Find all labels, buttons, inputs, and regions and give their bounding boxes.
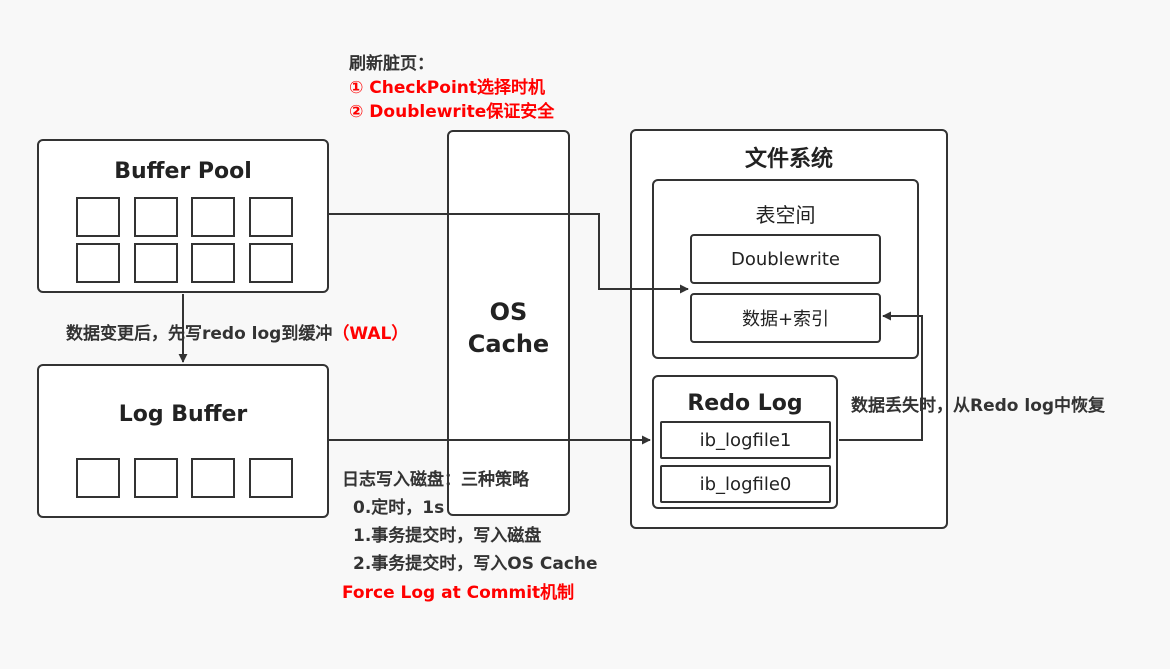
log-buffer-page	[249, 458, 293, 498]
flush-note-checkpoint: ① CheckPoint选择时机	[349, 78, 545, 98]
buffer-pool-box: Buffer Pool	[37, 139, 329, 293]
log-buffer-page	[76, 458, 120, 498]
log-buffer-page	[134, 458, 178, 498]
os-cache-title-line2: Cache	[467, 330, 550, 358]
log-write-strategy-0: 0.定时，1s	[353, 498, 445, 518]
recover-note: 数据丢失时，从Redo log中恢复	[851, 396, 1106, 416]
log-buffer-title: Log Buffer	[118, 402, 248, 427]
redo-log-title: Redo Log	[687, 391, 803, 416]
buffer-page	[134, 197, 178, 237]
buffer-pool-title: Buffer Pool	[114, 159, 252, 184]
flush-note-doublewrite: ② Doublewrite保证安全	[349, 102, 555, 122]
log-buffer-box: Log Buffer	[37, 364, 329, 518]
wal-note: 数据变更后，先写redo log到缓冲（WAL）	[66, 319, 408, 344]
ib-logfile0: ib_logfile0	[660, 465, 831, 503]
buffer-page	[191, 197, 235, 237]
buffer-page	[134, 243, 178, 283]
data-index-area: 数据+索引	[690, 293, 881, 343]
buffer-page	[249, 197, 293, 237]
buffer-page	[76, 243, 120, 283]
buffer-page	[191, 243, 235, 283]
ib-logfile1: ib_logfile1	[660, 421, 831, 459]
flush-note-heading: 刷新脏页：	[349, 54, 434, 74]
doublewrite-area: Doublewrite	[690, 234, 881, 284]
buffer-page	[249, 243, 293, 283]
log-write-strategy-1: 1.事务提交时，写入磁盘	[353, 526, 542, 546]
log-write-heading: 日志写入磁盘：三种策略	[342, 470, 529, 490]
os-cache-box: OS Cache	[447, 130, 570, 516]
force-log-at-commit: Force Log at Commit机制	[342, 583, 575, 603]
buffer-page	[76, 197, 120, 237]
wal-note-highlight: （WAL）	[332, 324, 409, 344]
log-buffer-page	[191, 458, 235, 498]
wal-note-text: 数据变更后，先写redo log到缓冲	[66, 324, 333, 344]
filesystem-title: 文件系统	[744, 147, 833, 172]
os-cache-title-line1: OS	[489, 298, 528, 326]
tablespace-title: 表空间	[755, 203, 816, 227]
log-write-strategy-2: 2.事务提交时，写入OS Cache	[353, 554, 598, 574]
